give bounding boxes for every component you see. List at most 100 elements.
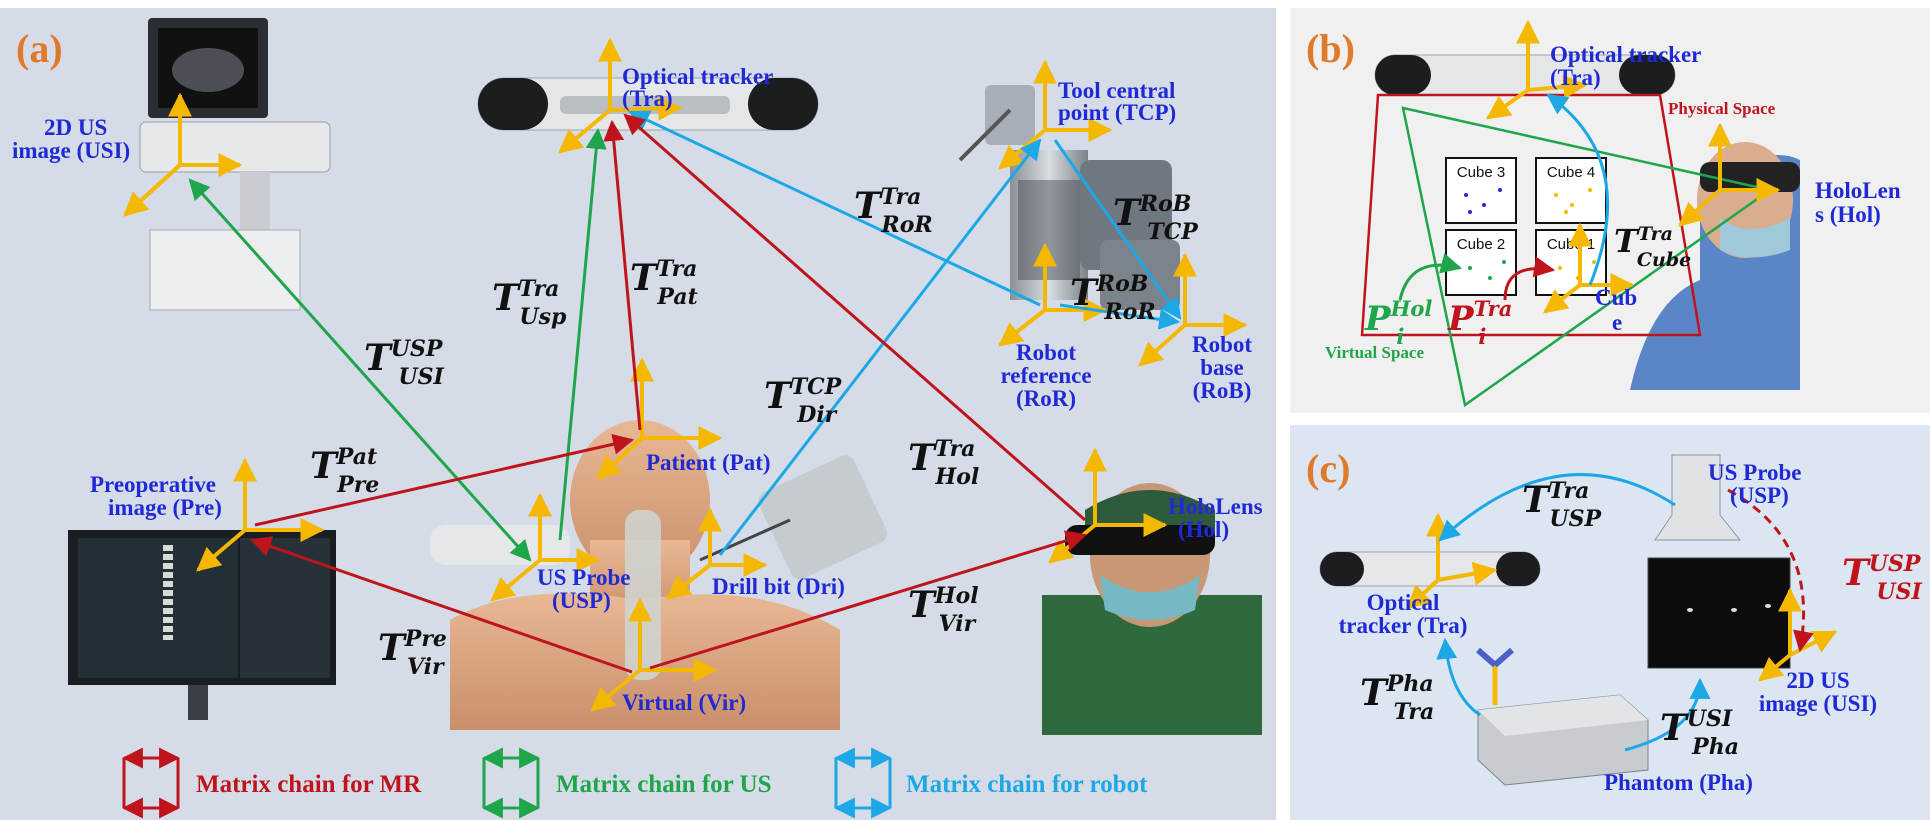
- arrow-tra-cube: [1546, 93, 1610, 286]
- label-us-probe-2: (USP): [552, 588, 611, 613]
- legend-mr-icon: [121, 747, 181, 819]
- label-c-us-probe-1: US Probe: [1708, 460, 1802, 485]
- legend-us-icon: [481, 747, 541, 819]
- label-robot-base-3: (RoB): [1193, 378, 1252, 403]
- label-us-image-2: image (USI): [12, 138, 130, 163]
- legend-mr-label: Matrix chain for MR: [196, 771, 422, 798]
- panel-b-tag: (b): [1306, 26, 1355, 71]
- arrow-rob-ror: [1059, 303, 1181, 330]
- label-robot-base-1: Robot: [1192, 332, 1252, 357]
- optical-tracker-c-image: [1319, 551, 1541, 587]
- label-patient: Patient (Pat): [646, 450, 771, 475]
- label-b-optical-1: Optical tracker: [1550, 42, 1701, 67]
- robot-arm-image: [958, 85, 1180, 310]
- arrows-c: [1436, 473, 1814, 752]
- cube-label-4: Cube 4: [1547, 164, 1595, 181]
- arrows-b: [1398, 93, 1610, 301]
- cube-label-3: Cube 3: [1457, 164, 1505, 181]
- legend: Matrix chain for MR Matrix chain for US …: [121, 747, 1148, 819]
- label-c-optical-2: tracker (Tra): [1339, 613, 1468, 638]
- label-virtual-space: Virtual Space: [1325, 343, 1424, 362]
- phantom-c-image: [1476, 647, 1649, 786]
- arrow-c-usi-pha: [1624, 677, 1711, 752]
- arrow-tra-ror: [628, 110, 1041, 307]
- surgeon-image: [1042, 483, 1262, 735]
- label-b-hololens-1: HoloLen: [1815, 178, 1901, 203]
- axes-group-c: [1406, 512, 1838, 682]
- arrow-c-usp-usi: [1727, 488, 1814, 653]
- drill-image: [699, 455, 888, 580]
- labels-b: Optical tracker (Tra) Physical Space Vir…: [1325, 42, 1901, 362]
- label-c-optical-1: Optical: [1367, 590, 1440, 615]
- arrow-hol-vir: [649, 530, 1088, 670]
- label-robot-ref-1: Robot: [1016, 340, 1076, 365]
- label-b-optical-2: (Tra): [1550, 65, 1601, 90]
- labels-c: US Probe (USP) Optical tracker (Tra) 2D …: [1339, 460, 1923, 795]
- label-c-us-probe-2: (USP): [1730, 483, 1789, 508]
- arrow-tcp-dir: [718, 138, 1042, 556]
- legend-us-label: Matrix chain for US: [556, 771, 772, 798]
- label-c-us-image-2: image (USI): [1759, 691, 1877, 716]
- label-virtual: Virtual (Vir): [622, 690, 746, 715]
- label-us-image-1: 2D US: [44, 115, 107, 140]
- legend-robot-label: Matrix chain for robot: [906, 771, 1148, 798]
- label-physical-space: Physical Space: [1668, 99, 1776, 118]
- chain-arrows-a: [188, 110, 1182, 674]
- axes-group-b: [1486, 19, 1781, 314]
- label-robot-ref-3: (RoR): [1016, 386, 1076, 411]
- label-robot-base-2: base: [1200, 355, 1243, 380]
- label-optical-2: (Tra): [622, 86, 673, 111]
- arrow-c-tra-usp: [1438, 473, 1676, 542]
- arrow-tra-usp: [558, 127, 607, 541]
- label-tcp-2: point (TCP): [1058, 100, 1176, 125]
- arrow-tra-hol: [623, 113, 1086, 522]
- us-image-c-image: [1647, 557, 1791, 669]
- arrow-rob-tcp: [1053, 139, 1182, 320]
- label-preop-2: image (Pre): [108, 495, 222, 520]
- arrow-pat-pre: [254, 433, 635, 527]
- arrow-tra-pat: [603, 119, 642, 431]
- label-b-cube-2: e: [1612, 310, 1622, 335]
- arrow-p-hol: [1398, 253, 1463, 301]
- label-c-phantom: Phantom (Pha): [1604, 770, 1753, 795]
- label-hololens-2: (Hol): [1178, 517, 1229, 542]
- optical-tracker-b-image: [1374, 54, 1676, 96]
- legend-robot-icon: [833, 747, 893, 819]
- label-preop-1: Preoperative: [90, 472, 216, 497]
- label-robot-ref-2: reference: [1000, 363, 1091, 388]
- cube-label-2: Cube 2: [1457, 236, 1505, 253]
- arrow-usp-usi: [188, 178, 532, 562]
- optical-tracker-image: [477, 77, 819, 131]
- label-optical-1: Optical tracker: [622, 64, 773, 89]
- label-hololens-1: HoloLens: [1168, 494, 1263, 519]
- label-us-probe-1: US Probe: [537, 565, 631, 590]
- arrow-c-pha-tra: [1436, 637, 1481, 717]
- label-drill: Drill bit (Dri): [712, 574, 845, 599]
- label-c-us-image-1: 2D US: [1786, 668, 1849, 693]
- labels-a: 2D US image (USI) Optical tracker (Tra) …: [12, 64, 1263, 715]
- arrow-pre-vir: [250, 536, 633, 674]
- label-b-hololens-2: s (Hol): [1815, 202, 1881, 227]
- arrow-p-tra: [1503, 256, 1556, 301]
